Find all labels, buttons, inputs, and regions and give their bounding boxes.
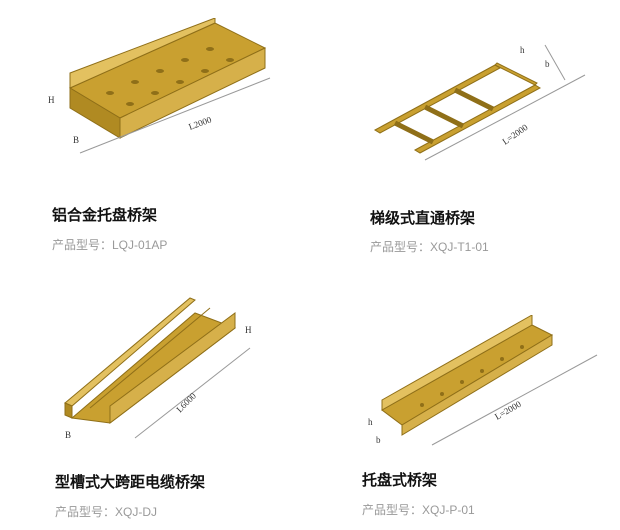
dim-b: b	[376, 435, 381, 445]
product-image-tray-type[interactable]: h b L=2000	[362, 315, 607, 455]
product-title[interactable]: 型槽式大跨距电缆桥架	[55, 474, 206, 491]
product-model: 产品型号：XQJ-T1-01	[370, 240, 489, 254]
dim-b: B	[73, 135, 79, 145]
dim-b: B	[65, 430, 71, 440]
dim-h: H	[245, 325, 252, 335]
product-image-channel-tray[interactable]: H B L6000	[50, 288, 270, 448]
dim-h: h	[520, 45, 525, 55]
dim-l: L=2000	[500, 122, 530, 147]
product-image-aluminum-tray[interactable]: H B L2000	[40, 18, 280, 168]
product-image-ladder-tray[interactable]: h b L=2000	[365, 35, 605, 165]
product-title[interactable]: 梯级式直通桥架	[370, 210, 476, 227]
dim-h: H	[48, 95, 55, 105]
product-model: 产品型号：XQJ-P-01	[362, 503, 475, 517]
product-model: 产品型号：XQJ-DJ	[55, 505, 158, 519]
dim-l: L=2000	[493, 399, 523, 422]
product-title[interactable]: 托盘式桥架	[362, 472, 438, 489]
dim-l: L6000	[174, 390, 198, 414]
product-title[interactable]: 铝合金托盘桥架	[52, 207, 158, 224]
dim-b: b	[545, 59, 550, 69]
dim-h: h	[368, 417, 373, 427]
dim-l: L2000	[187, 114, 213, 132]
product-model: 产品型号：LQJ-01AP	[52, 238, 168, 252]
